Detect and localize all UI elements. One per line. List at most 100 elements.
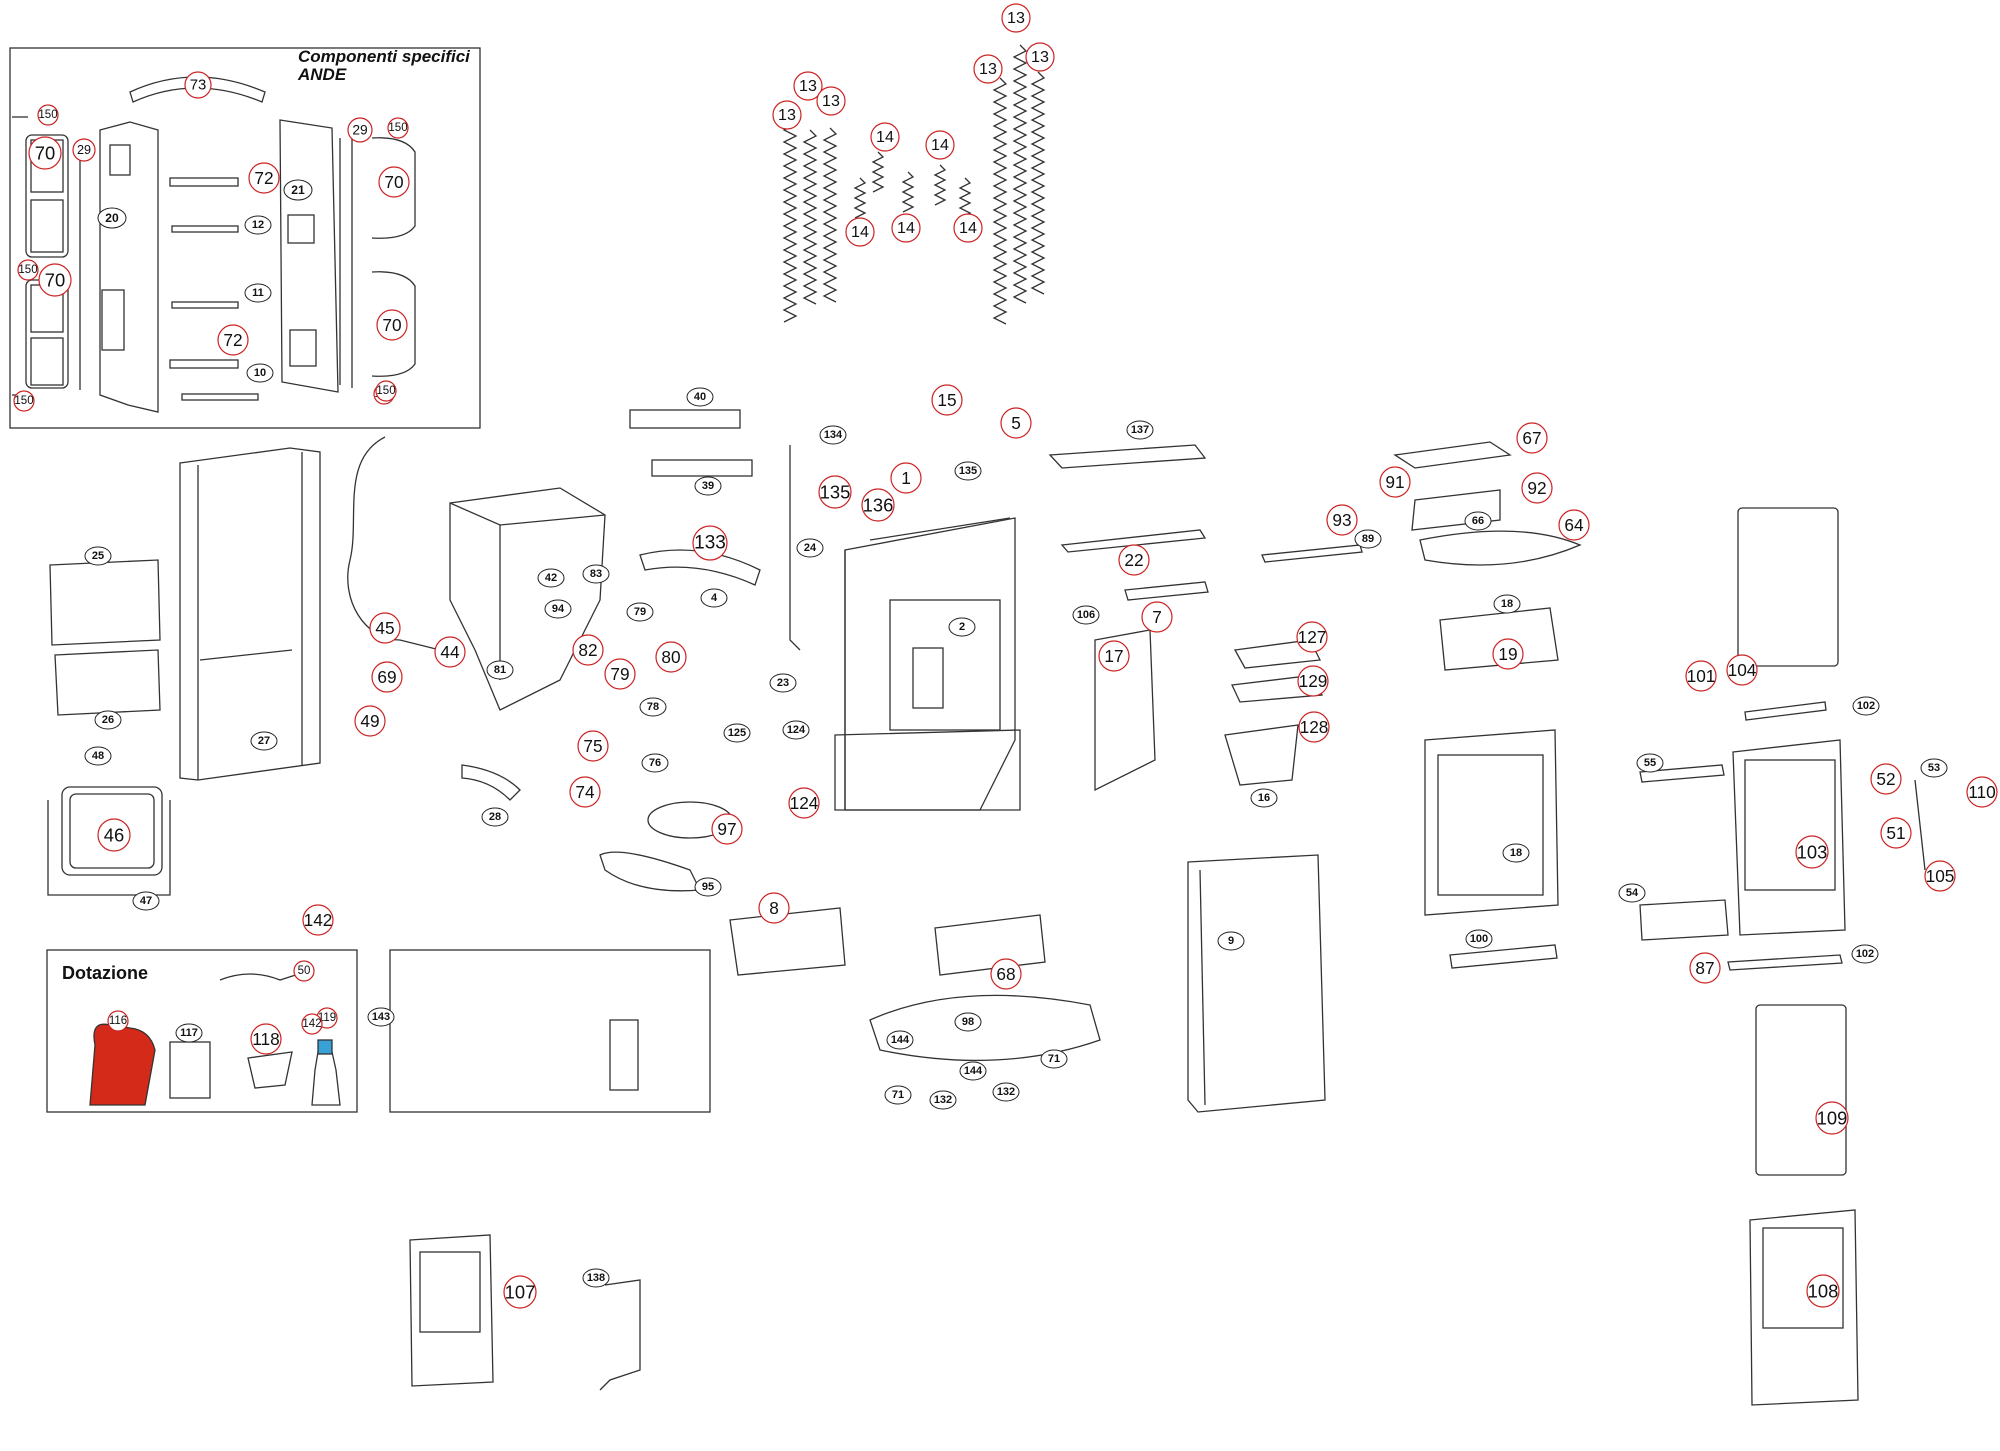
callout-14: 14 bbox=[845, 217, 875, 247]
callout-107: 107 bbox=[503, 1275, 537, 1309]
callout-124: 124 bbox=[782, 720, 810, 740]
callout-label: 40 bbox=[694, 391, 706, 403]
callout-label: 10 bbox=[254, 367, 266, 379]
callout-label: 19 bbox=[1498, 644, 1517, 664]
callout-14: 14 bbox=[891, 213, 921, 243]
callout-78: 78 bbox=[639, 697, 667, 717]
accessory-bracket bbox=[609, 1019, 639, 1091]
tray-39 bbox=[651, 459, 753, 477]
accessory-panel-frame bbox=[389, 949, 711, 1113]
stove-body-2 bbox=[834, 517, 1021, 811]
callout-label: 25 bbox=[92, 550, 104, 562]
callout-label: 7 bbox=[1152, 607, 1162, 627]
bracket-8 bbox=[729, 907, 846, 976]
bar-102-bottom bbox=[1727, 954, 1843, 971]
callout-label: 23 bbox=[777, 677, 789, 689]
callout-label: 83 bbox=[590, 568, 602, 580]
callout-ellipse bbox=[769, 673, 797, 693]
callout-89: 89 bbox=[1354, 529, 1382, 549]
callout-label: 89 bbox=[1362, 533, 1374, 545]
callout-circle bbox=[184, 71, 212, 99]
callout-label: 74 bbox=[575, 782, 595, 802]
callout-circle bbox=[72, 138, 96, 162]
callout-circle bbox=[1726, 654, 1758, 686]
callout-label: 18 bbox=[1510, 847, 1522, 859]
callout-circle bbox=[37, 104, 59, 126]
callout-circle bbox=[1297, 665, 1329, 697]
callout-134: 134 bbox=[819, 425, 847, 445]
callout-71: 71 bbox=[1040, 1049, 1068, 1069]
callout-label: 20 bbox=[105, 211, 119, 225]
plate-22 bbox=[1060, 529, 1207, 553]
blower-95 bbox=[599, 851, 702, 892]
callout-label: 14 bbox=[897, 219, 915, 237]
callout-29: 29 bbox=[72, 138, 96, 162]
callout-ellipse bbox=[884, 1085, 912, 1105]
callout-label: 73 bbox=[190, 77, 207, 94]
callout-label: 5 bbox=[1011, 413, 1021, 433]
callout-ellipse bbox=[1072, 605, 1100, 625]
part-128 bbox=[1224, 724, 1299, 786]
callout-label: 133 bbox=[694, 533, 726, 554]
callout-ellipse bbox=[582, 564, 610, 584]
callout-label: 125 bbox=[728, 727, 746, 739]
callout-circle bbox=[1880, 817, 1912, 849]
callout-circle bbox=[788, 787, 820, 819]
callout-circle bbox=[250, 1023, 282, 1055]
callout-label: 94 bbox=[552, 603, 565, 615]
callout-label: 27 bbox=[258, 735, 270, 747]
callout-39: 39 bbox=[694, 476, 722, 496]
callout-ellipse bbox=[244, 215, 272, 235]
plate-26 bbox=[54, 649, 161, 716]
callout-47: 47 bbox=[132, 891, 160, 911]
callout-135: 135 bbox=[818, 475, 852, 509]
callout-circle bbox=[925, 130, 955, 160]
callout-ellipse bbox=[992, 1082, 1020, 1102]
callout-label: 29 bbox=[352, 123, 368, 138]
callout-150: 150 bbox=[37, 104, 59, 126]
callout-27: 27 bbox=[250, 731, 278, 751]
callout-circle bbox=[347, 117, 373, 143]
callout-142: 142 bbox=[301, 1013, 323, 1035]
callout-label: 24 bbox=[804, 542, 817, 554]
callout-label: 82 bbox=[578, 640, 597, 660]
handle-105 bbox=[1914, 779, 1926, 871]
callout-label: 76 bbox=[649, 757, 661, 769]
callout-ellipse bbox=[694, 877, 722, 897]
callout-71: 71 bbox=[884, 1085, 912, 1105]
callout-13: 13 bbox=[1001, 3, 1031, 33]
callout-87: 87 bbox=[1689, 952, 1721, 984]
callout-4: 4 bbox=[700, 588, 728, 608]
callout-label: 13 bbox=[1031, 48, 1049, 66]
callout-ellipse bbox=[1217, 931, 1245, 951]
callout-circle bbox=[1806, 1274, 1840, 1308]
panel-68 bbox=[934, 914, 1046, 976]
callout-ellipse bbox=[1354, 529, 1382, 549]
callout-143: 143 bbox=[367, 1007, 395, 1027]
callout-circle bbox=[97, 818, 131, 852]
callout-label: 67 bbox=[1522, 428, 1541, 448]
callout-label: 26 bbox=[102, 714, 114, 726]
callout-label: 135 bbox=[820, 482, 851, 503]
callout-circle bbox=[758, 892, 790, 924]
bottle-icon bbox=[311, 1051, 341, 1106]
callout-44: 44 bbox=[434, 636, 466, 668]
callout-ellipse bbox=[1920, 758, 1948, 778]
hose-133 bbox=[639, 549, 761, 586]
callout-circle bbox=[577, 730, 609, 762]
callout-129: 129 bbox=[1297, 665, 1329, 697]
callout-label: 91 bbox=[1385, 472, 1404, 492]
callout-label: 80 bbox=[661, 647, 680, 667]
plate-25 bbox=[49, 559, 161, 646]
callout-circle bbox=[1141, 601, 1173, 633]
callout-ellipse bbox=[1465, 929, 1493, 949]
callout-label: 8 bbox=[769, 898, 779, 918]
callout-70: 70 bbox=[28, 136, 62, 170]
callout-label: 44 bbox=[440, 642, 460, 662]
callout-circle bbox=[503, 1275, 537, 1309]
callout-circle bbox=[387, 117, 409, 139]
callout-ellipse bbox=[246, 363, 274, 383]
callout-21: 21 bbox=[283, 179, 313, 201]
back-panel-9 bbox=[1187, 854, 1326, 1113]
callout-circle bbox=[1296, 621, 1328, 653]
